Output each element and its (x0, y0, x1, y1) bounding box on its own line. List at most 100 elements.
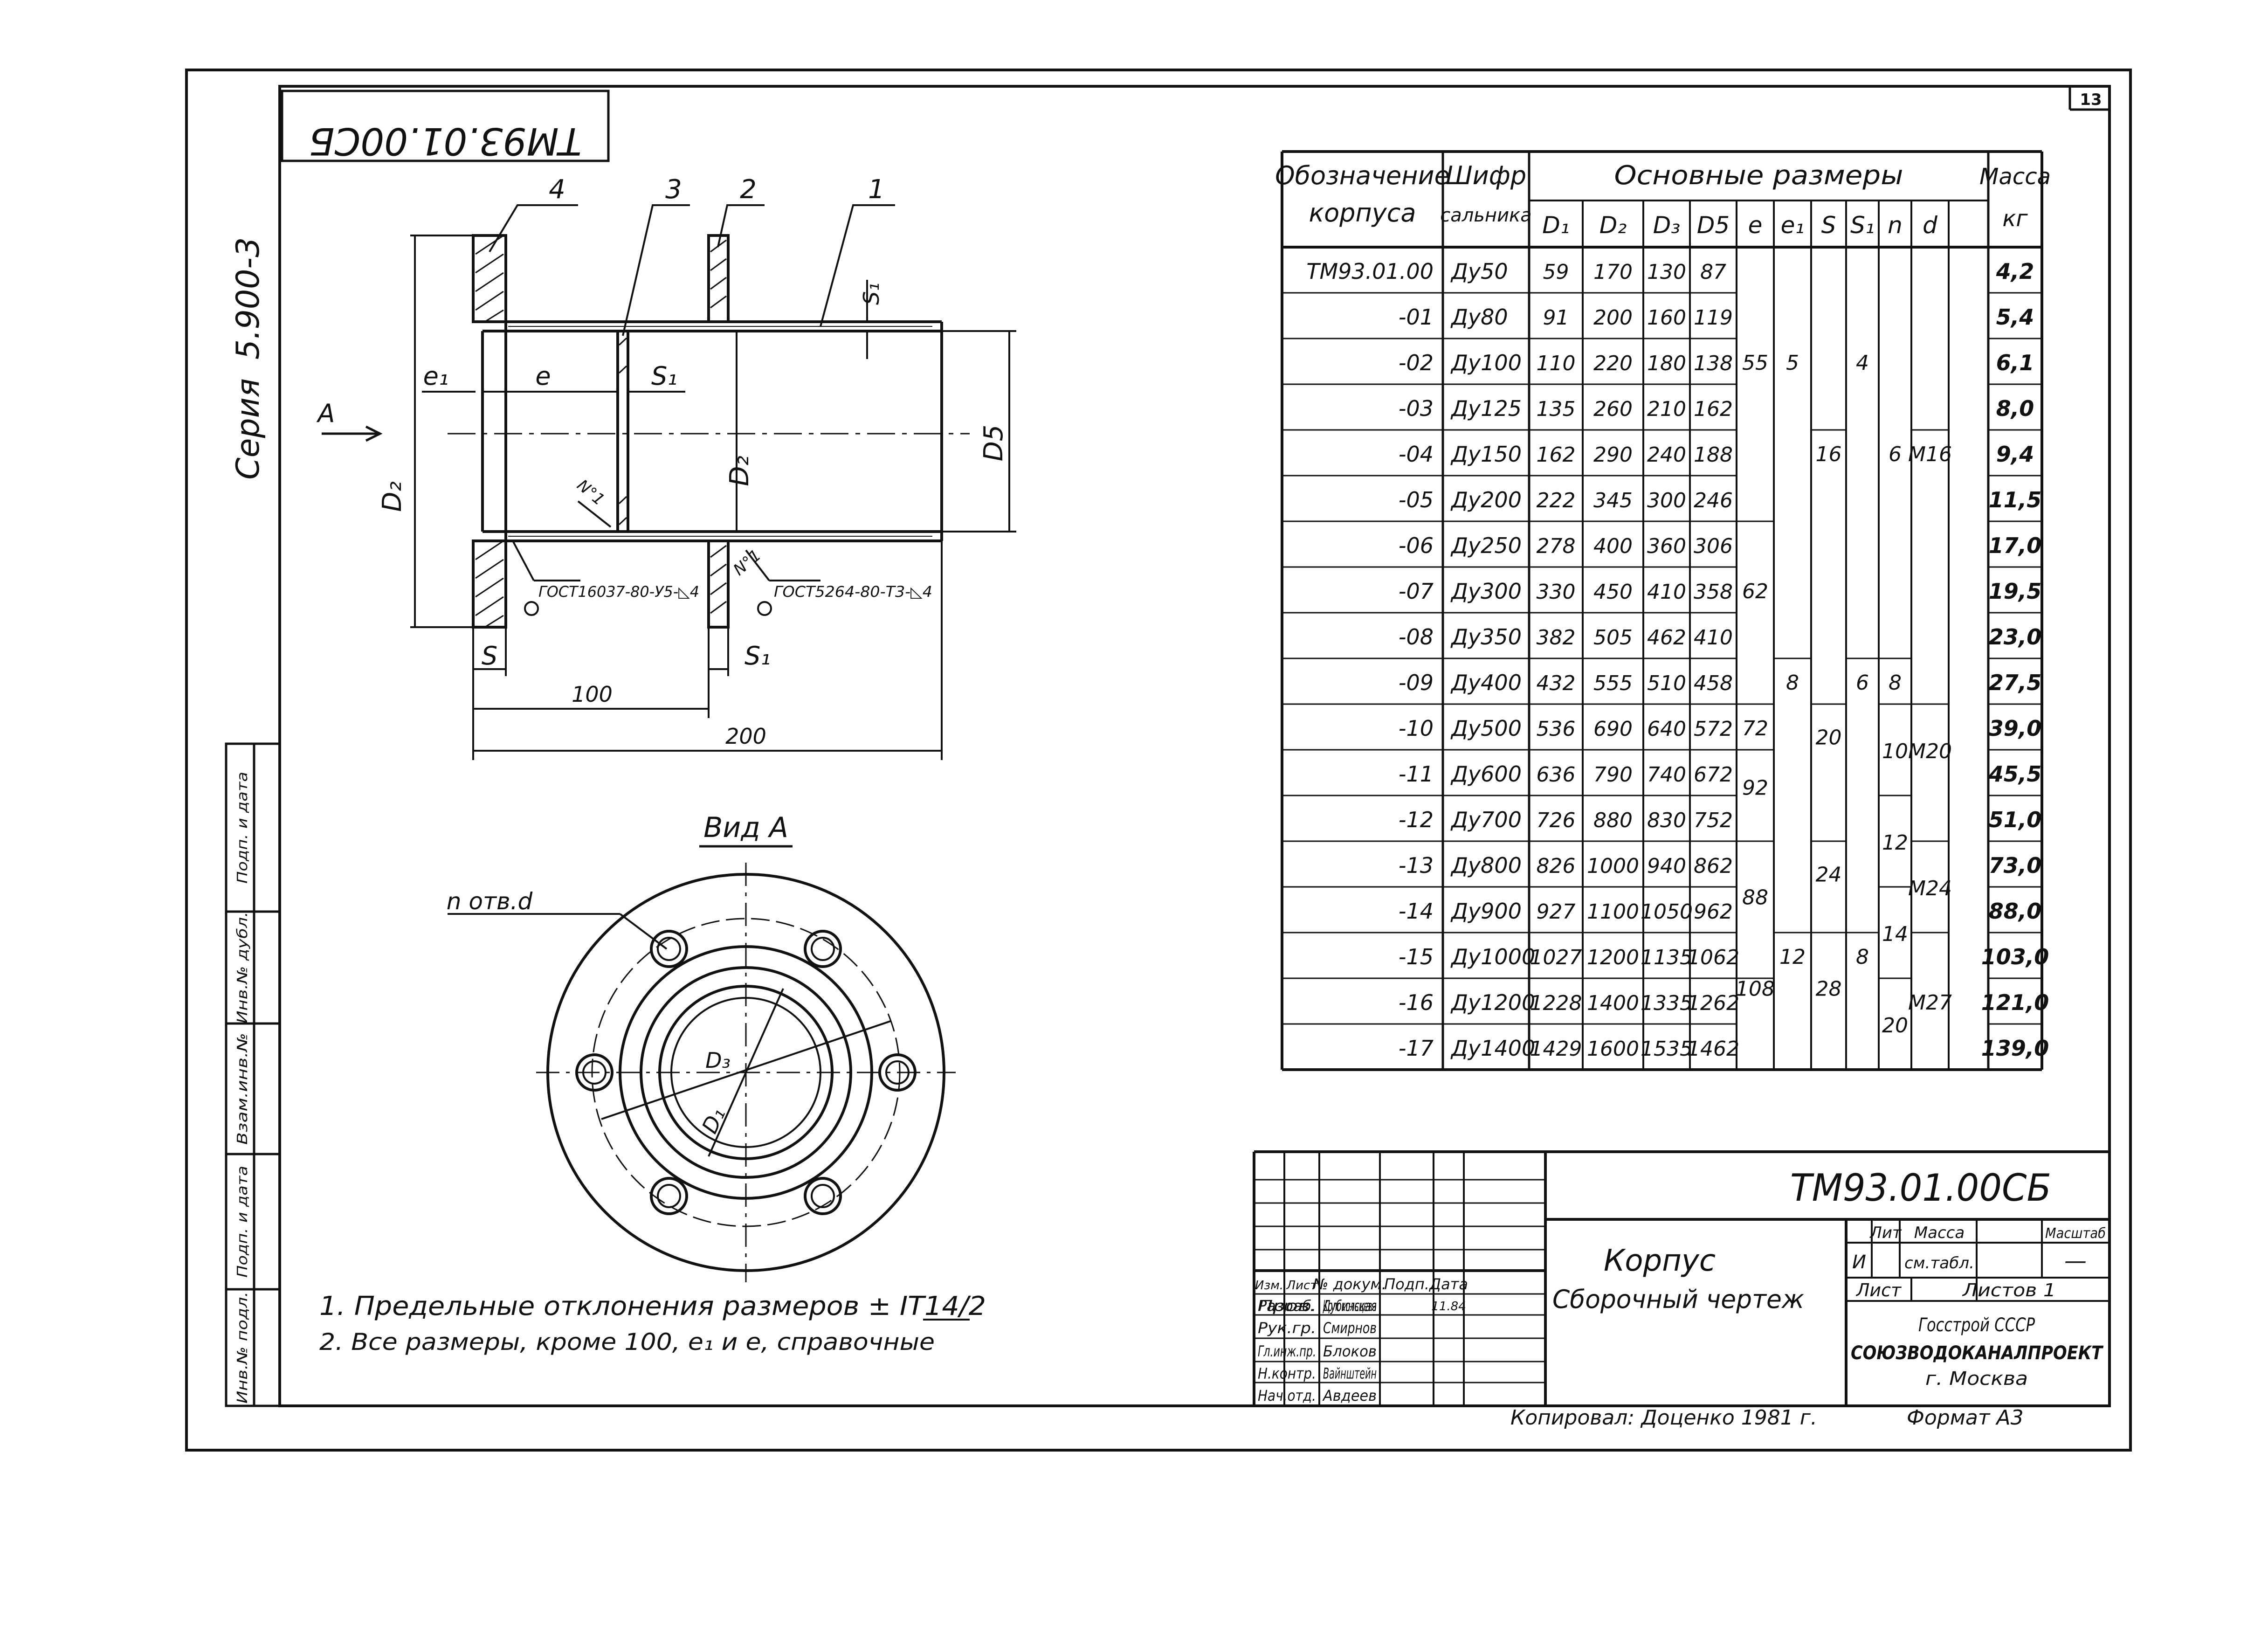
view-arrow-label: A (317, 399, 335, 428)
value-mass: см.табл. (1904, 1254, 1974, 1273)
format-label: Формат А3 (1907, 1406, 2024, 1430)
table-cell-designation: -07 (1399, 579, 1434, 604)
value-scale: — (2064, 1248, 2087, 1274)
table-cell-d5: 138 (1694, 352, 1733, 375)
table-cell-mass: 139,0 (1981, 1036, 2049, 1061)
table-cell-d5: 1462 (1687, 1037, 1739, 1061)
org-line-2: СОЮЗВОДОКАНАЛПРОЕКТ (1851, 1342, 2103, 1364)
table-cell-d3: 1535 (1641, 1037, 1693, 1061)
callout-number: 2 (740, 174, 757, 205)
table-cell-d1: 222 (1537, 489, 1576, 512)
weld-spec-2: ГОСТ5264-80-Т3-◺4 (774, 583, 932, 601)
table-cell-mass: 9,4 (1996, 442, 2034, 467)
header-mass: Масса (1914, 1224, 1965, 1242)
table-cell-d3: 130 (1647, 260, 1686, 284)
dim-label-s1-top: S₁ (859, 283, 884, 305)
approval-strip-label: Подп. и дата (234, 1166, 251, 1278)
bolt-hole (878, 1053, 917, 1092)
table-cell-d1: 382 (1537, 626, 1576, 650)
table-header-cipher: Шифр (1446, 161, 1526, 190)
table-cell-d5: 572 (1694, 717, 1733, 741)
table-subheader: D5 (1697, 212, 1730, 239)
table-cell-d2: 1000 (1587, 854, 1639, 878)
table-cell-d3: 1050 (1641, 900, 1693, 924)
table-cell-mass: 8,0 (1996, 396, 2034, 421)
table-subheader: D₁ (1542, 212, 1570, 239)
table-cell-S1: 4 (1856, 351, 1869, 375)
table-cell-d3: 410 (1647, 580, 1686, 604)
table-cell-designation: -10 (1399, 716, 1434, 741)
sheet-number: 13 (2080, 90, 2102, 109)
dimensions-table (1281, 150, 2043, 1071)
table-cell-d2: 260 (1593, 397, 1633, 421)
signature-date: 11.84 (1431, 1300, 1466, 1314)
table-cell-d2: 1200 (1587, 946, 1639, 969)
title-block-name: Корпус (1604, 1244, 1716, 1278)
table-cell-d1: 162 (1537, 443, 1576, 467)
callout-number: 4 (549, 174, 565, 205)
table-cell-d3: 830 (1647, 809, 1686, 832)
table-cell-d3: 210 (1647, 397, 1686, 421)
table-cell-d1: 1228 (1530, 991, 1582, 1015)
table-cell-d2: 290 (1593, 443, 1633, 467)
notes: 1. Предельные отклонения размеров ± IT14… (319, 1291, 986, 1356)
table-cell-S: 24 (1816, 863, 1842, 887)
dim-label-e: e (535, 361, 551, 391)
table-cell-mass: 23,0 (1989, 624, 2042, 650)
section-view (472, 234, 943, 629)
table-cell-d1: 826 (1537, 854, 1576, 878)
weld-number-2: N°1 (730, 546, 765, 580)
table-cell-d2: 345 (1593, 489, 1633, 512)
table-cell-d2: 790 (1593, 763, 1633, 787)
signature-role: Пров. (1258, 1297, 1316, 1315)
table-cell-d3: 300 (1647, 489, 1686, 512)
table-cell-d3: 360 (1647, 534, 1686, 558)
table-cell-d1: 536 (1537, 717, 1576, 741)
title-block (1253, 1150, 2109, 1406)
table-cell-d1: 110 (1537, 352, 1576, 375)
table-header-designation-2: корпуса (1309, 198, 1416, 228)
bolt-hole (804, 1177, 842, 1215)
table-cell-d3: 462 (1647, 626, 1686, 650)
table-cell-mass: 5,4 (1996, 304, 2034, 330)
table-cell-mass: 6,1 (1996, 350, 2034, 375)
signature-role: Гл.инж.пр. (1258, 1342, 1316, 1360)
series-label: Серия (230, 378, 267, 480)
table-cell-d3: 640 (1647, 717, 1686, 741)
table-cell-cipher: Ду350 (1450, 624, 1522, 650)
table-cell-e: 108 (1736, 977, 1775, 1001)
value-lit: И (1852, 1252, 1866, 1273)
weld-spec-1: ГОСТ16037-80-У5-◺4 (538, 583, 699, 601)
title-block-code: ТМ93.01.00СБ (1790, 1166, 2051, 1210)
header-scale: Масштаб (2045, 1225, 2106, 1242)
table-cell-d1: 278 (1537, 534, 1576, 558)
table-cell-designation: -13 (1399, 853, 1434, 878)
series-value: 5.900-3 (230, 237, 267, 360)
table-cell-e: 55 (1742, 351, 1768, 375)
table-cell-d3: 740 (1647, 763, 1686, 787)
table-cell-designation: -01 (1399, 304, 1434, 330)
table-cell-mass: 27,5 (1989, 670, 2042, 695)
table-cell-n: 20 (1882, 1014, 1908, 1037)
table-cell-e: 62 (1742, 580, 1768, 603)
view-a-title: Вид А (703, 811, 788, 844)
table-cell-cipher: Ду250 (1450, 533, 1522, 558)
approval-strip-label: Инв.№ подл. (234, 1292, 251, 1404)
signature-name: Блоков (1323, 1342, 1377, 1360)
table-cell-d3: 1335 (1641, 991, 1693, 1015)
signature-role: Рук.гр. (1258, 1319, 1316, 1337)
table-cell-cipher: Ду125 (1450, 396, 1522, 421)
table-cell-d2: 400 (1593, 534, 1633, 558)
table-cell-n: 6 (1889, 443, 1902, 466)
header-lit: Лит (1869, 1224, 1902, 1242)
table-subheader: e (1748, 212, 1763, 239)
table-cell-designation: -14 (1399, 899, 1434, 924)
table-cell-d2: 170 (1593, 260, 1633, 284)
table-cell-e1: 8 (1786, 671, 1799, 695)
table-cell-designation: -15 (1399, 944, 1434, 969)
note-1: 1. Предельные отклонения размеров ± IT14… (319, 1291, 986, 1321)
table-cell-designation: -05 (1399, 487, 1434, 512)
table-subheader: D₃ (1653, 212, 1681, 239)
